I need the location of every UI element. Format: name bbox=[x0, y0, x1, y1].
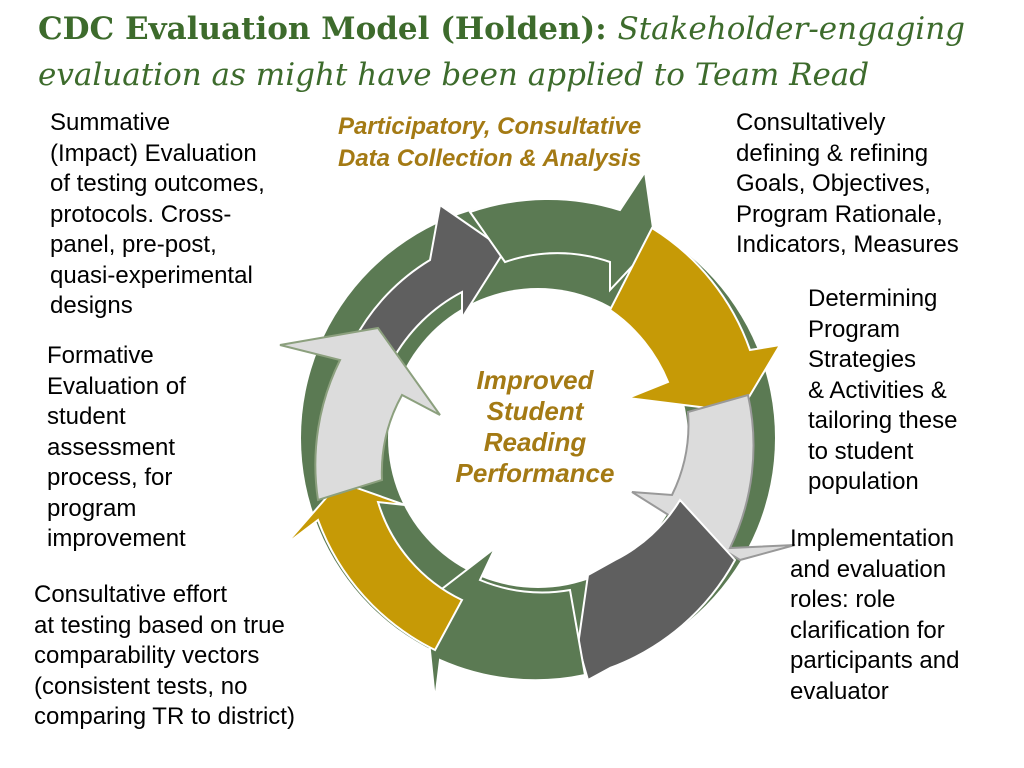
label-consultatively-defining: Consultatively defining & refining Goals… bbox=[736, 109, 959, 258]
center-label: Improved Student Reading Performance bbox=[455, 365, 615, 488]
arrow-bottom bbox=[423, 547, 587, 701]
arrow-bottom-right bbox=[631, 393, 796, 562]
cycle-ring-inner bbox=[388, 288, 688, 588]
top-caption: Participatory, Consultative Data Collect… bbox=[338, 113, 642, 172]
arrow-bottom-right-dark bbox=[576, 498, 737, 682]
title-main: CDC Evaluation Model (Holden): bbox=[38, 11, 618, 47]
label-summative: Summative (Impact) Evaluation of testing… bbox=[50, 109, 265, 319]
label-consultative-effort: Consultative effort at testing based on … bbox=[34, 581, 295, 730]
arrow-bottom-left bbox=[284, 480, 464, 652]
label-formative: Formative Evaluation of student assessme… bbox=[47, 342, 186, 552]
label-implementation: Implementation and evaluation roles: rol… bbox=[790, 525, 960, 705]
slide-title: CDC Evaluation Model (Holden): Stakehold… bbox=[38, 6, 998, 98]
arrow-left bbox=[279, 326, 441, 502]
title-subtitle: Stakeholder-engaging evaluation as might… bbox=[38, 11, 966, 93]
arrow-right bbox=[608, 226, 782, 414]
label-determining: Determining Program Strategies & Activit… bbox=[808, 285, 958, 495]
